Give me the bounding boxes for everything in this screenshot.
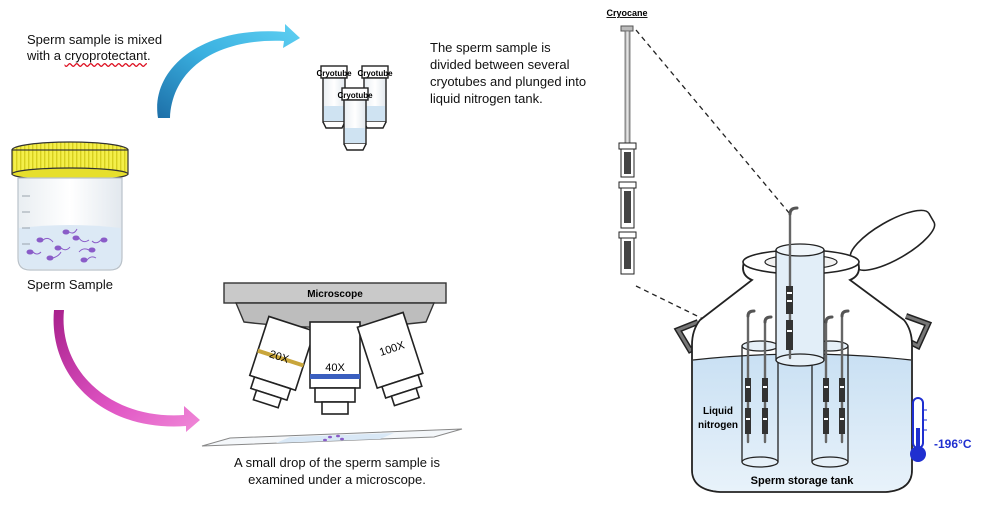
cane-tube: [618, 142, 637, 178]
step-microscope-line: A small drop of the sperm sample is: [234, 455, 440, 470]
cryocane-icon: [618, 25, 637, 275]
temperature-label: -196°C: [934, 437, 972, 451]
tank-lid-icon: [849, 209, 936, 272]
step-divide-line: liquid nitrogen tank.: [430, 91, 543, 106]
storage-tank-icon: [673, 206, 936, 493]
cane-tube: [618, 181, 637, 229]
step-divide-text: The sperm sample is divided between seve…: [430, 39, 630, 107]
objective-40x: [309, 321, 361, 415]
step-mix-line1: Sperm sample is mixed: [27, 32, 163, 47]
cryotube-label: Cryotube: [357, 69, 393, 78]
sample-jar-icon: [11, 141, 129, 271]
step-microscope-text: A small drop of the sperm sample is exam…: [212, 454, 462, 488]
cane-tube: [618, 231, 637, 275]
microscope-label: Microscope: [307, 289, 363, 300]
arrow-to-cryotubes: [157, 24, 300, 118]
objective-20x: [248, 315, 316, 409]
liquid-nitrogen-label: Liquid: [703, 406, 733, 417]
lens-40x-label: 40X: [325, 362, 345, 374]
arrow-to-microscope: [53, 310, 200, 432]
canister-central: [775, 243, 825, 367]
cryoprotectant-word: cryoprotectant: [64, 48, 147, 63]
step-microscope-line: examined under a microscope.: [248, 472, 426, 487]
liquid-nitrogen-label: nitrogen: [698, 420, 738, 431]
lens-20x-label: 20X: [268, 348, 291, 366]
thermometer-icon: [910, 397, 927, 462]
step-divide-line: The sperm sample is: [430, 40, 551, 55]
cryotube-label: Cryotube: [316, 69, 352, 78]
step-mix-text: Sperm sample is mixed with a cryoprotect…: [27, 32, 197, 64]
step-divide-line: divided between several: [430, 57, 570, 72]
step-mix-line2: with a cryoprotectant.: [27, 48, 151, 63]
connector-line: [635, 29, 791, 215]
microscope-icon: [201, 282, 463, 447]
cane-hooks: [746, 206, 850, 324]
cryotube-label: Cryotube: [337, 91, 373, 100]
step-divide-line: cryotubes and plunged into: [430, 74, 587, 89]
storage-tank-label: Sperm storage tank: [751, 475, 855, 487]
cryocane-label: Cryocane: [606, 8, 647, 18]
cryotubes-icon: [320, 65, 389, 151]
sample-jar-label: Sperm Sample: [27, 277, 113, 292]
sperm-cells-icon: [26, 228, 108, 263]
objective-100x: [356, 311, 424, 407]
